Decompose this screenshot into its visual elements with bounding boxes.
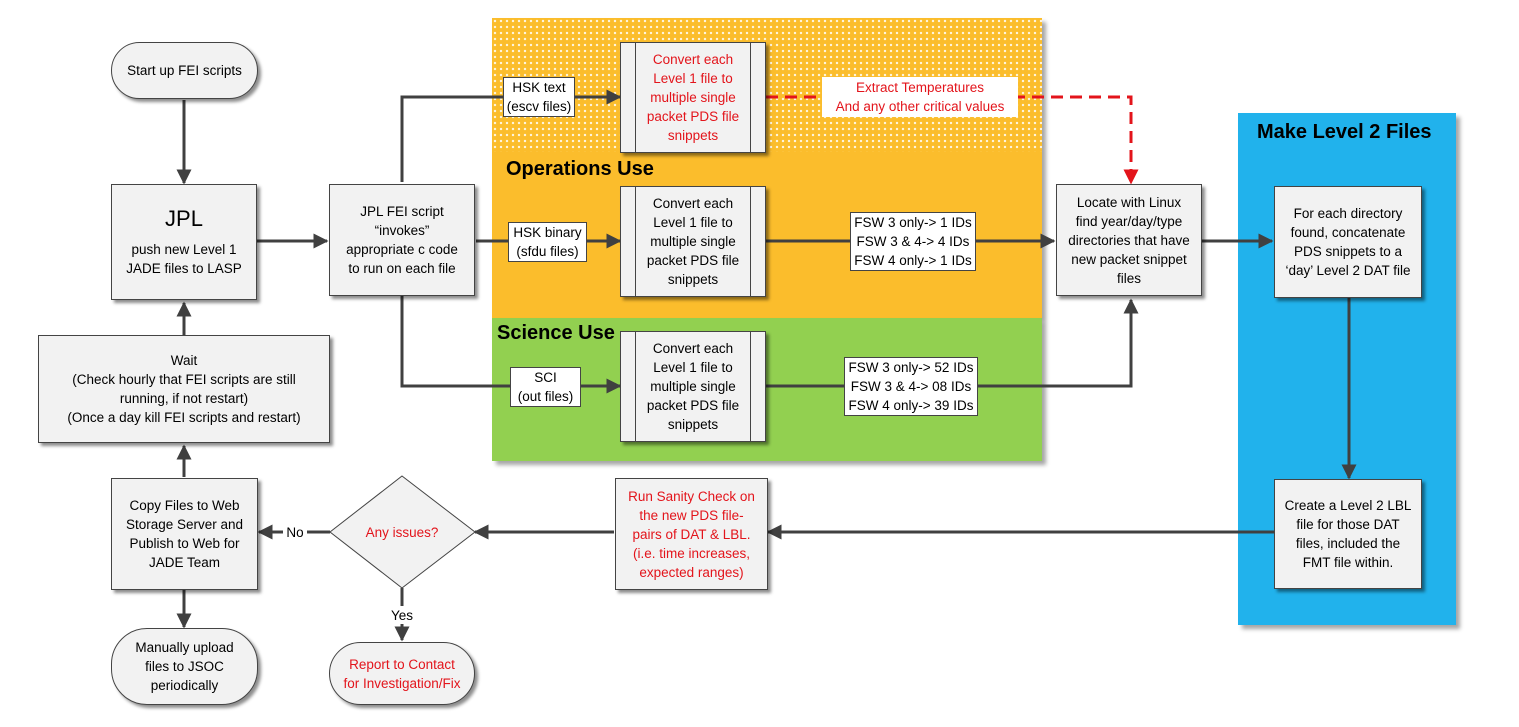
extract-label: Extract Temperatures And any other criti…: [822, 77, 1018, 117]
sanity-node: Run Sanity Check on the new PDS file- pa…: [615, 478, 768, 590]
no-label: No: [283, 523, 307, 541]
report-node: Report to Contact for Investigation/Fix: [329, 642, 475, 705]
science-label: Science Use: [497, 322, 615, 344]
lbl-node: Create a Level 2 LBL file for those DAT …: [1274, 479, 1422, 589]
fsw-sci-label: FSW 3 only-> 52 IDs FSW 3 & 4-> 08 IDs F…: [844, 357, 978, 416]
jpl-body: push new Level 1 JADE files to LASP: [126, 242, 242, 276]
issues-label: Any issues?: [365, 524, 439, 540]
manual-node: Manually upload files to JSOC periodical…: [111, 628, 258, 705]
fei-script-node: JPL FEI script “invokes” appropriate c c…: [329, 184, 475, 296]
jpl-node: JPL push new Level 1 JADE files to LASP: [111, 184, 257, 300]
copy-node: Copy Files to Web Storage Server and Pub…: [111, 478, 258, 590]
fsw-ops-label: FSW 3 only-> 1 IDs FSW 3 & 4-> 4 IDs FSW…: [850, 212, 976, 271]
jpl-title: JPL: [165, 205, 203, 231]
operations-label: Operations Use: [506, 158, 654, 180]
sci-label: SCI (out files): [510, 367, 581, 407]
concat-node: For each directory found, concatenate PD…: [1274, 186, 1422, 298]
hsk-binary-label: HSK binary (sfdu files): [508, 222, 587, 262]
convert-hsk-text-node: Convert each Level 1 file to multiple si…: [620, 42, 766, 153]
wait-node: Wait (Check hourly that FEI scripts are …: [38, 335, 330, 443]
locate-node: Locate with Linux find year/day/type dir…: [1056, 184, 1202, 296]
convert-sci-node: Convert each Level 1 file to multiple si…: [620, 331, 766, 442]
hsk-text-label: HSK text (escv files): [503, 77, 575, 117]
convert-hsk-binary-node: Convert each Level 1 file to multiple si…: [620, 186, 766, 297]
yes-label: Yes: [388, 606, 416, 624]
level2-label: Make Level 2 Files: [1257, 121, 1432, 143]
issues-diamond: [329, 475, 476, 589]
start-node: Start up FEI scripts: [111, 42, 258, 99]
